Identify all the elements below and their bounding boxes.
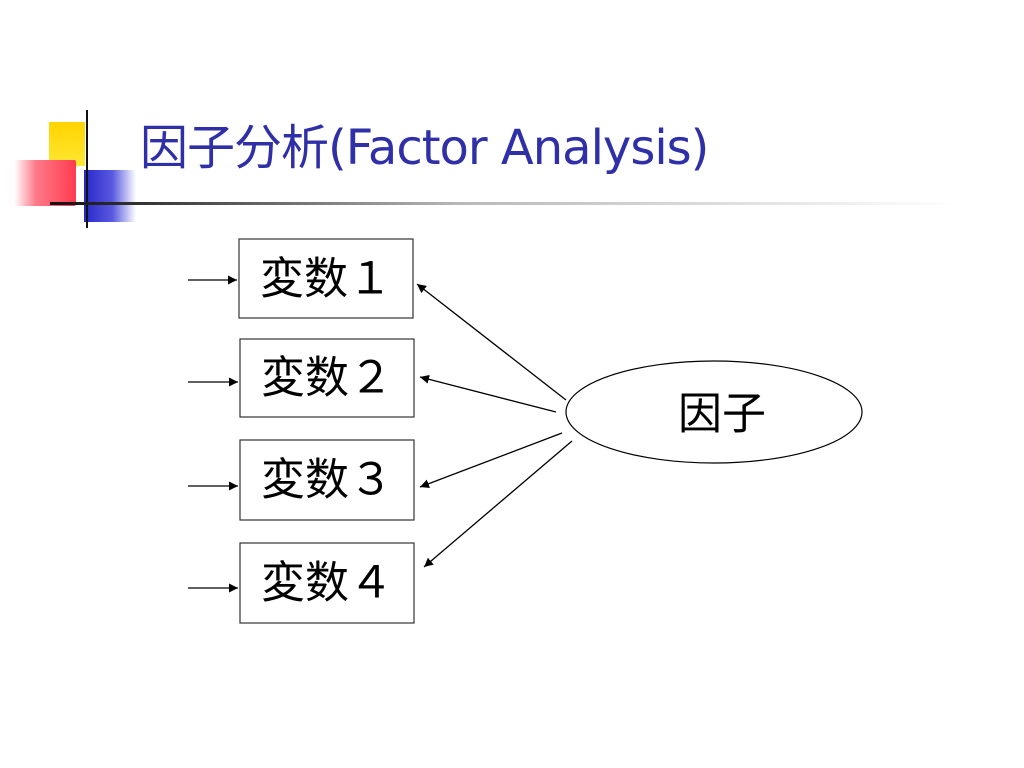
title-decoration-yellow-square [49, 122, 85, 166]
factor-node: 因子 [565, 360, 863, 464]
variable-label-2: 変数２ [261, 353, 393, 404]
variable-label-3: 変数３ [261, 455, 393, 506]
loading-arrow-4 [423, 440, 573, 568]
title-decoration-vertical-line [86, 110, 88, 228]
title-decoration-red-bar [14, 160, 76, 206]
variable-node-1: 変数１ [238, 238, 414, 319]
variable-box-2 [239, 338, 415, 418]
loading-arrow-1 [416, 283, 567, 401]
factor-ellipse [565, 360, 863, 464]
variable-box-4 [239, 542, 415, 624]
loading-arrow-3 [419, 432, 563, 489]
title-underline [50, 202, 960, 205]
variable-box-3 [239, 439, 415, 521]
variable-box-1 [238, 238, 414, 319]
variable-label-4: 変数４ [261, 558, 393, 609]
title-decoration-blue-square [84, 170, 136, 222]
variable-node-3: 変数３ [239, 439, 415, 521]
variable-label-1: 変数１ [260, 254, 392, 305]
slide-title: 因子分析(Factor Analysis) [140, 120, 709, 176]
variable-node-4: 変数４ [239, 542, 415, 624]
loading-arrow-2 [419, 374, 557, 413]
factor-label: 因子 [678, 389, 766, 440]
variable-node-2: 変数２ [239, 338, 415, 418]
